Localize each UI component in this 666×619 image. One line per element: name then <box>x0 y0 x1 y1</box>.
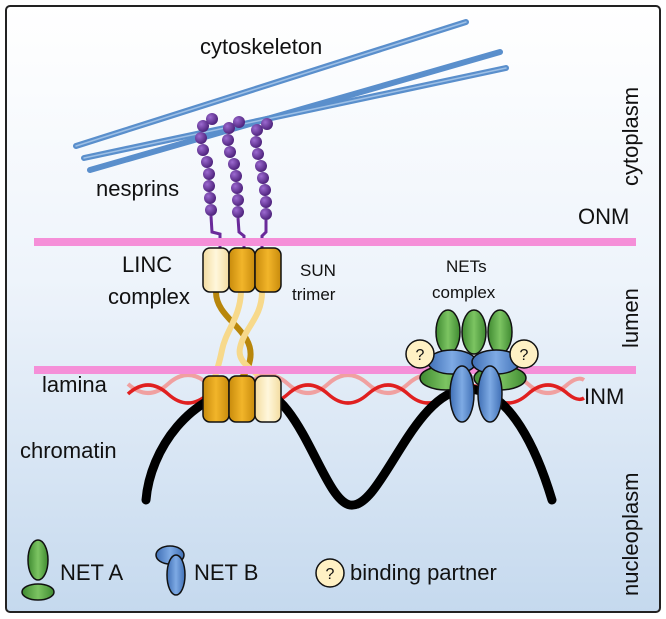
sun-trimer-inner <box>202 375 282 423</box>
legend-net-b-icon <box>155 545 186 596</box>
binding-partner-right: ? <box>509 339 539 369</box>
nesprin-2 <box>222 116 246 250</box>
legend-net-b-label: NET B <box>194 560 258 585</box>
sun-trimer-label-line2: trimer <box>292 285 336 304</box>
svg-text:?: ? <box>326 566 335 583</box>
lumen-label: lumen <box>618 288 643 348</box>
nesprin-1 <box>195 113 222 250</box>
inner-nuclear-membrane <box>34 366 636 374</box>
figure-frame <box>5 5 661 613</box>
nesprin-3 <box>250 118 273 250</box>
binding-partner-left: ? <box>405 339 435 369</box>
legend-net-a-icon <box>21 539 55 601</box>
legend: NET A NET B ? binding partner <box>21 539 497 601</box>
cytoskeleton-label: cytoskeleton <box>200 34 322 59</box>
outer-nuclear-membrane <box>34 238 636 246</box>
nucleoplasm-label: nucleoplasm <box>618 472 643 596</box>
nets-complex-label-line1: NETs <box>446 257 487 276</box>
sun-trimer-label-line1: SUN <box>300 261 336 280</box>
nesprins <box>195 113 273 250</box>
svg-text:?: ? <box>416 347 425 364</box>
nets-complex: ? ? <box>405 309 539 423</box>
legend-binding-partner-label: binding partner <box>350 560 497 585</box>
inm-label: INM <box>584 384 624 409</box>
cytoplasm-label: cytoplasm <box>618 87 643 186</box>
chromatin-label: chromatin <box>20 438 117 463</box>
nesprins-label: nesprins <box>96 176 179 201</box>
svg-text:?: ? <box>520 347 529 364</box>
linc-label-line1: LINC <box>122 252 172 277</box>
cytoskeleton-filaments <box>73 19 509 173</box>
linc-label-line2: complex <box>108 284 190 309</box>
legend-net-a-label: NET A <box>60 560 124 585</box>
lamina-label: lamina <box>42 372 108 397</box>
onm-label: ONM <box>578 204 629 229</box>
legend-binding-partner-icon: ? <box>315 558 345 588</box>
nets-complex-label-line2: complex <box>432 283 496 302</box>
sun-trimer-outer <box>202 247 282 293</box>
